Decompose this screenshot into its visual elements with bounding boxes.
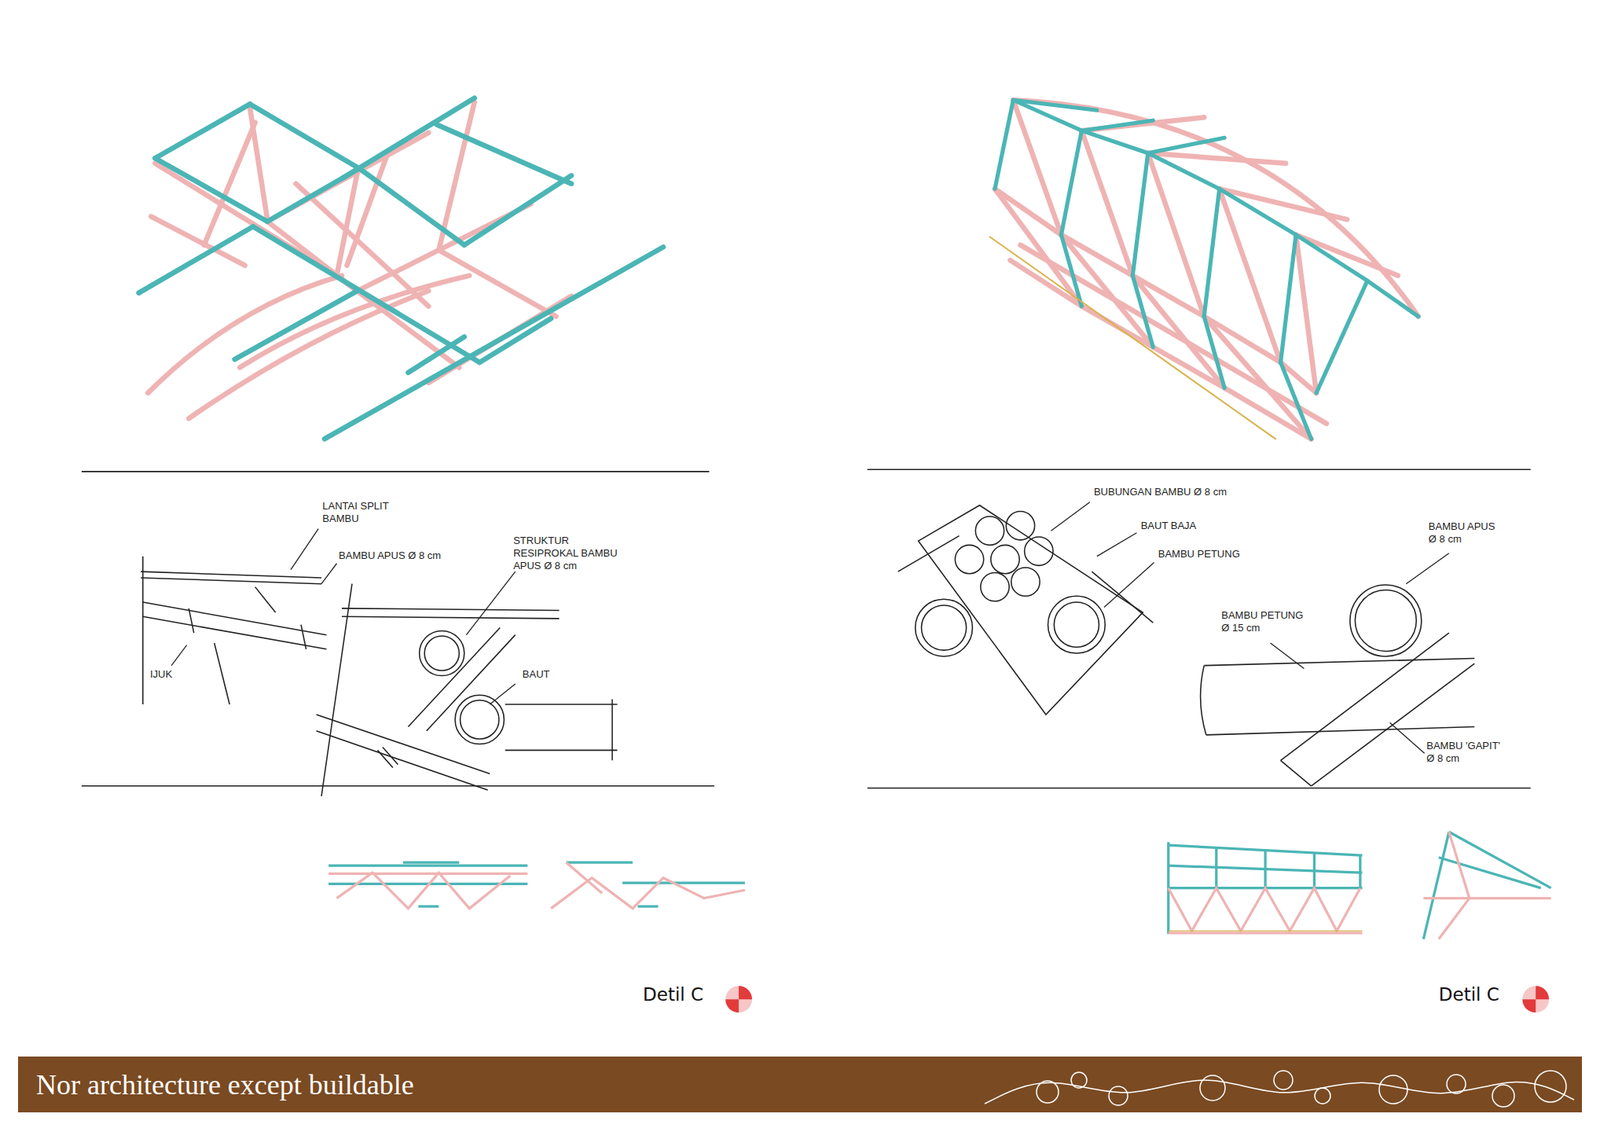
- callout-label: BAMBU APUS Ø 8 cm: [1428, 520, 1502, 545]
- callout-label: BAMBU PETUNG: [1158, 547, 1241, 561]
- ornament-flower: [1273, 1070, 1293, 1090]
- detail-title: Detil C: [1438, 983, 1500, 1006]
- callout-label: BAMBU PETUNG Ø 15 cm: [1221, 609, 1314, 634]
- elevation: [328, 831, 1552, 939]
- ornament: [984, 1070, 1575, 1107]
- truss-frame: [990, 99, 1419, 439]
- callout-label: BAMBU 'GAPIT' Ø 8 cm: [1426, 739, 1509, 764]
- callout-label: IJUK: [150, 667, 173, 681]
- ornament-flower: [1534, 1070, 1567, 1102]
- ornament-flower: [1036, 1080, 1059, 1103]
- sketch-detail: [81, 471, 715, 797]
- callout-label: STRUKTUR RESIPROKAL BAMBU APUS Ø 8 cm: [513, 534, 636, 572]
- ornament-flower: [1314, 1087, 1331, 1104]
- callout-label: BAMBU APUS Ø 8 cm: [338, 549, 441, 562]
- leader-line: [171, 502, 1450, 753]
- callout-label: LANTAI SPLIT BAMBU: [322, 499, 392, 525]
- reciprocal-frame: [139, 98, 664, 440]
- detail-icon: [725, 985, 1549, 1013]
- callout-label: BAUT: [522, 667, 551, 681]
- callout-label: BAUT BAJA: [1141, 519, 1197, 533]
- sketch-detail: [867, 469, 1531, 788]
- ornament-vine: [984, 1079, 1575, 1104]
- ornament-flower: [1200, 1075, 1226, 1101]
- ornament-flower: [1492, 1084, 1515, 1107]
- ornament-flower: [1108, 1086, 1128, 1105]
- floral-ornament: [953, 1056, 1582, 1112]
- ornament-flower: [1379, 1075, 1408, 1104]
- detail-title: Detil C: [642, 983, 704, 1006]
- callout-label: BUBUNGAN BAMBU Ø 8 cm: [1093, 485, 1227, 499]
- footer-title: Nor architecture except buildable: [36, 1067, 415, 1101]
- footer-band: Nor architecture except buildable: [18, 1056, 1582, 1112]
